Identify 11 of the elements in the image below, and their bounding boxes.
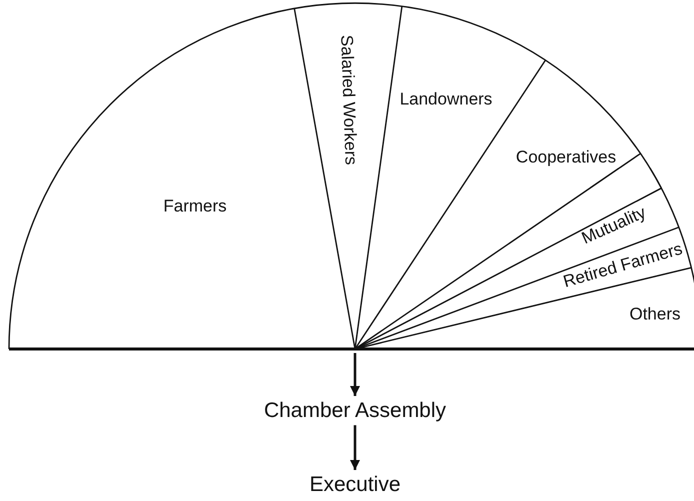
sector-label: Salaried Workers bbox=[336, 34, 360, 166]
sector-label: Landowners bbox=[400, 90, 492, 110]
sector-label: Farmers bbox=[163, 198, 227, 216]
arrow bbox=[350, 353, 360, 396]
semicircle-chart bbox=[9, 3, 694, 351]
sector-label: Others bbox=[629, 306, 681, 324]
empty-sector bbox=[590, 168, 662, 202]
sector-label: Cooperatives bbox=[516, 148, 616, 168]
stage-label: Executive bbox=[309, 472, 401, 498]
stage-label: Chamber Assembly bbox=[264, 398, 446, 424]
arrow bbox=[350, 425, 360, 470]
